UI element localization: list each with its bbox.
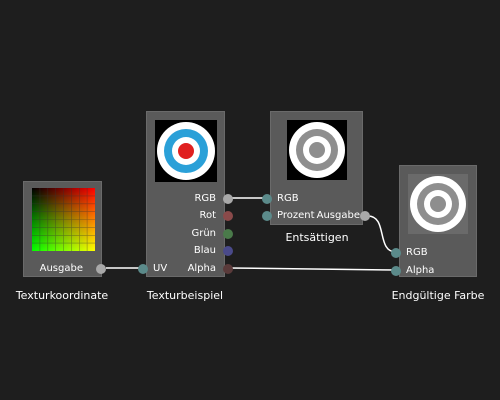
- sample-output-green-label: Grün: [191, 228, 216, 239]
- sample-output-alpha-port[interactable]: [223, 264, 233, 274]
- texcoord-node[interactable]: Ausgabe: [23, 181, 106, 277]
- final-input-alpha-label: Alpha: [406, 265, 435, 276]
- sample-output-green-port[interactable]: [223, 229, 233, 239]
- sample-input-uv-port[interactable]: [138, 264, 148, 274]
- final-color-preview: [408, 174, 468, 234]
- desat-input-percent-label: Prozent: [277, 210, 315, 221]
- desaturate-node[interactable]: RGB Prozent Ausgabe: [262, 111, 370, 225]
- desat-input-rgb-label: RGB: [277, 193, 299, 204]
- texture-sample-preview: [155, 120, 217, 182]
- final-input-rgb-label: RGB: [406, 247, 428, 258]
- sample-output-rgb-label: RGB: [194, 193, 216, 204]
- sample-output-red-label: Rot: [199, 210, 216, 221]
- sample-output-rgb-port[interactable]: [223, 194, 233, 204]
- sample-output-blue-label: Blau: [193, 245, 216, 256]
- sample-output-alpha-label: Alpha: [187, 263, 216, 274]
- desat-output-port[interactable]: [360, 211, 370, 221]
- desat-input-percent-port[interactable]: [262, 211, 272, 221]
- texture-sample-node[interactable]: UV RGB Rot Grün Blau Alpha: [138, 111, 233, 277]
- desat-output-label: Ausgabe: [316, 210, 360, 221]
- wire-alpha-to-final-alpha: [228, 267, 397, 271]
- desaturate-node-title: Entsättigen: [285, 231, 349, 244]
- final-color-node-title: Endgültige Farbe: [391, 289, 485, 302]
- final-input-rgb-port[interactable]: [391, 248, 401, 258]
- texcoord-gradient-preview: [32, 188, 95, 251]
- final-input-alpha-port[interactable]: [391, 266, 401, 276]
- texcoord-output-port[interactable]: [96, 264, 106, 274]
- texcoord-node-title: Texturkoordinate: [15, 289, 109, 302]
- sample-output-blue-port[interactable]: [223, 246, 233, 256]
- final-color-node[interactable]: RGB Alpha: [391, 165, 477, 277]
- desat-input-rgb-port[interactable]: [262, 194, 272, 204]
- sample-input-uv-label: UV: [153, 263, 168, 274]
- texture-sample-node-title: Texturbeispiel: [146, 289, 224, 302]
- desaturate-preview: [287, 120, 347, 180]
- sample-output-red-port[interactable]: [223, 211, 233, 221]
- texcoord-output-label: Ausgabe: [39, 263, 83, 274]
- wire-desat-to-final-rgb: [367, 215, 397, 253]
